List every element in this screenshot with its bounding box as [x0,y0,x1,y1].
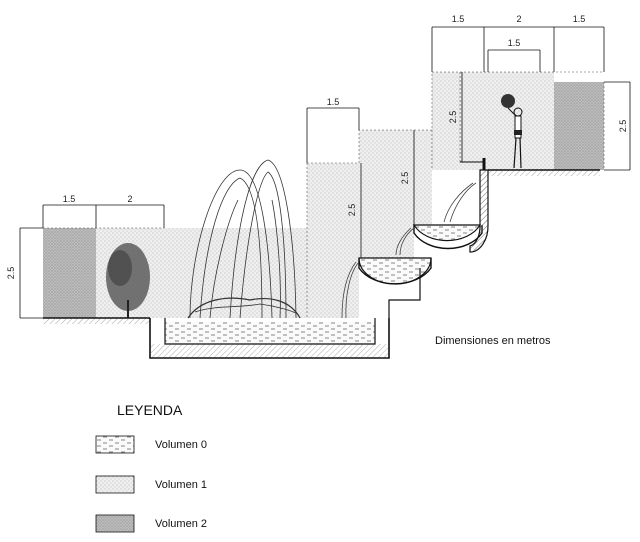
legend-label-volume1: Volumen 1 [155,479,207,491]
dim-mid-height-b: 2.5 [400,172,410,185]
dim-right-width-b: 2 [516,14,521,24]
dim-right-inner-width: 1.5 [508,38,521,48]
lower-pool [149,318,390,359]
dim-right-width-c: 1.5 [573,14,586,24]
dim-mid-width: 1.5 [327,97,340,107]
dim-left-height: 2.5 [6,267,16,280]
legend-swatch-volume0 [95,435,135,454]
legend-swatch-volume1 [95,475,135,494]
volume2-zones [43,82,604,318]
units-note: Dimensiones en metros [435,335,551,347]
dim-right-width-a: 1.5 [452,14,465,24]
shrub-illustration [106,243,150,318]
dim-right-height-b: 2.5 [618,120,628,133]
ground-lines [43,158,600,324]
volume1-zones [96,72,554,318]
dim-right-height-a: 2.5 [448,111,458,124]
dim-left-width-b: 2 [127,194,132,204]
upper-channel [469,169,489,253]
dimension-lines [19,26,631,319]
legend-title: LEYENDA [117,402,183,418]
basin-2 [412,224,483,250]
person-with-ball [501,94,523,169]
basin-1 [358,257,432,285]
legend-label-volume0: Volumen 0 [155,439,207,451]
legend-label-volume2: Volumen 2 [155,518,207,530]
dim-mid-height-a: 2.5 [347,204,357,217]
dim-left-width-a: 1.5 [63,194,76,204]
fountain-illustration [187,159,301,319]
cascade-flows [341,182,477,319]
legend-swatch-volume2 [95,514,135,533]
legend: LEYENDA Volumen 0 Volumen 1 Volumen 2 [95,402,207,533]
